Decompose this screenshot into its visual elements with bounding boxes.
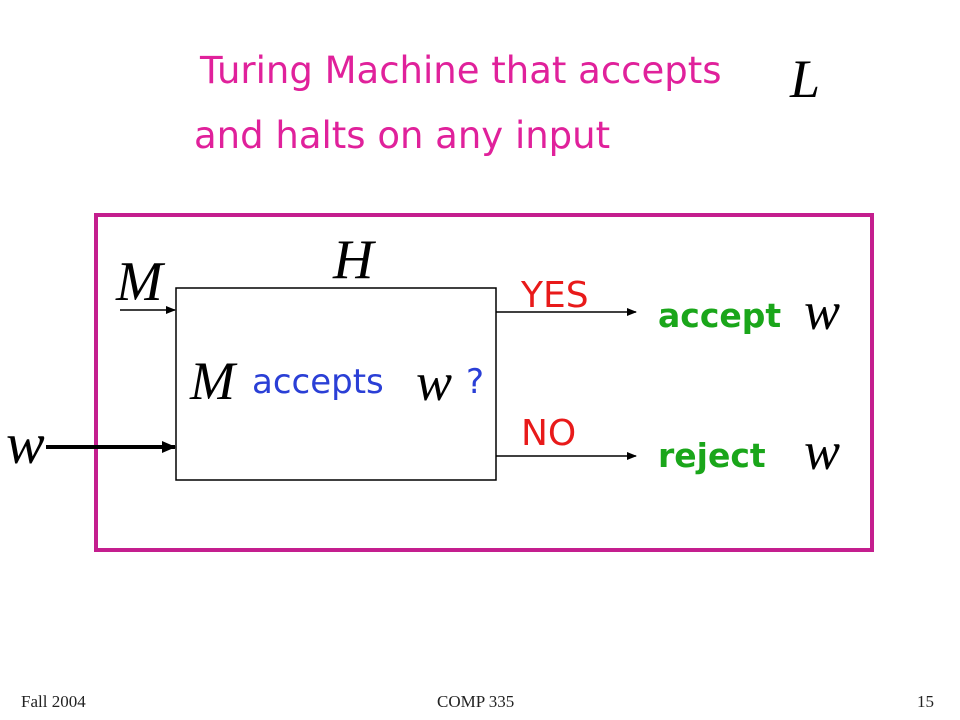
query-question-mark: ?	[466, 362, 485, 402]
yes-label: YES	[521, 275, 589, 316]
input-machine-label: M	[116, 251, 163, 313]
language-symbol: L	[790, 49, 821, 109]
reject-symbol: w	[804, 421, 841, 481]
query-accepts-text: accepts	[252, 362, 384, 402]
query-machine-symbol: M	[190, 351, 235, 411]
machine-box	[175, 287, 497, 481]
query-string-symbol: w	[416, 352, 453, 412]
slide-number: 15	[917, 692, 934, 711]
input-string-label: w	[6, 411, 45, 476]
footer-date: Fall 2004	[21, 692, 86, 711]
reject-label: reject	[658, 436, 766, 475]
machine-label-h: H	[333, 229, 374, 291]
accept-symbol: w	[804, 281, 841, 341]
outer-frame	[94, 213, 874, 552]
title-line-2: and halts on any input	[194, 114, 611, 157]
footer-course: COMP 335	[437, 692, 515, 711]
accept-label: accept	[658, 296, 782, 335]
no-label: NO	[521, 413, 577, 454]
title-line-1: Turing Machine that accepts	[200, 49, 722, 92]
